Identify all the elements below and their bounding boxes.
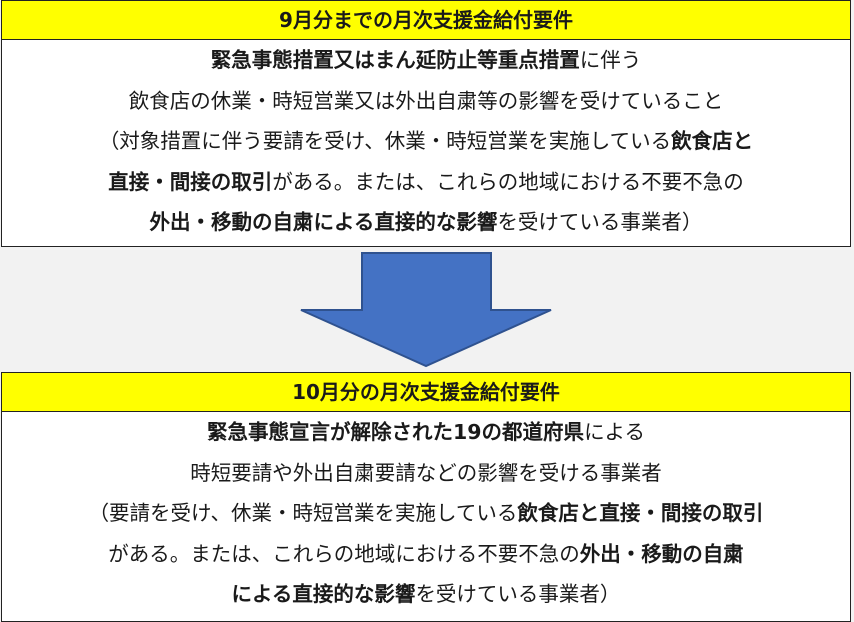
down-arrow-icon (300, 252, 552, 368)
text-segment: （対象措置に伴う要請を受け、休業・時短営業を実施している (98, 129, 672, 153)
text-segment: を受けている事業者） (415, 582, 621, 606)
text-segment: 直接・間接の取引 (108, 169, 273, 194)
text-segment: 緊急事態宣言が解除された19の都道府県 (207, 420, 585, 444)
september-line-5: 外出・移動の自粛による直接的な影響を受けている事業者） (2, 202, 850, 243)
october-line-1: 緊急事態宣言が解除された19の都道府県による (2, 412, 850, 453)
text-segment: 飲食店と (671, 129, 754, 153)
text-segment: 緊急事態措置又はまん延防止等重点措置 (210, 48, 580, 72)
text-segment: がある。または、これらの地域における不要不急の (108, 541, 580, 566)
text-segment: 飲食店と直接・間接の取引 (517, 501, 764, 525)
text-segment: 外出・移動の自粛による直接的な影響 (149, 210, 498, 234)
down-arrow-shape (300, 252, 552, 368)
text-segment: を受けている事業者） (497, 210, 703, 234)
text-segment: 飲食店の休業・時短営業又は外出自粛等の影響を受けていること (128, 88, 724, 113)
october-body: 緊急事態宣言が解除された19の都道府県による 時短要請や外出自粛要請などの影響を… (2, 412, 850, 615)
text-segment: による直接的な影響 (231, 582, 416, 606)
october-line-2: 時短要請や外出自粛要請などの影響を受ける事業者 (2, 453, 850, 494)
text-segment: （要請を受け、休業・時短営業を実施している (88, 501, 518, 525)
text-segment: 外出・移動の自粛 (579, 541, 744, 566)
text-segment: による (584, 420, 645, 444)
october-header: 10月分の月次支援金給付要件 (2, 373, 850, 412)
october-line-4: がある。または、これらの地域における不要不急の外出・移動の自粛 (2, 534, 850, 575)
text-segment: 時短要請や外出自粛要請などの影響を受ける事業者 (190, 460, 662, 485)
october-line-5: による直接的な影響を受けている事業者） (2, 574, 850, 615)
october-line-3: （要請を受け、休業・時短営業を実施している飲食店と直接・間接の取引 (2, 493, 850, 534)
september-line-4: 直接・間接の取引がある。または、これらの地域における不要不急の (2, 162, 850, 203)
september-line-1: 緊急事態措置又はまん延防止等重点措置に伴う (2, 40, 850, 81)
october-requirements-box: 10月分の月次支援金給付要件 緊急事態宣言が解除された19の都道府県による 時短… (1, 372, 851, 622)
text-segment: に伴う (579, 48, 642, 72)
september-header: 9月分までの月次支援金給付要件 (2, 1, 850, 40)
september-line-2: 飲食店の休業・時短営業又は外出自粛等の影響を受けていること (2, 81, 850, 122)
september-requirements-box: 9月分までの月次支援金給付要件 緊急事態措置又はまん延防止等重点措置に伴う 飲食… (1, 0, 851, 247)
september-line-3: （対象措置に伴う要請を受け、休業・時短営業を実施している飲食店と (2, 121, 850, 162)
september-body: 緊急事態措置又はまん延防止等重点措置に伴う 飲食店の休業・時短営業又は外出自粛等… (2, 40, 850, 243)
text-segment: がある。または、これらの地域における不要不急の (272, 169, 744, 194)
